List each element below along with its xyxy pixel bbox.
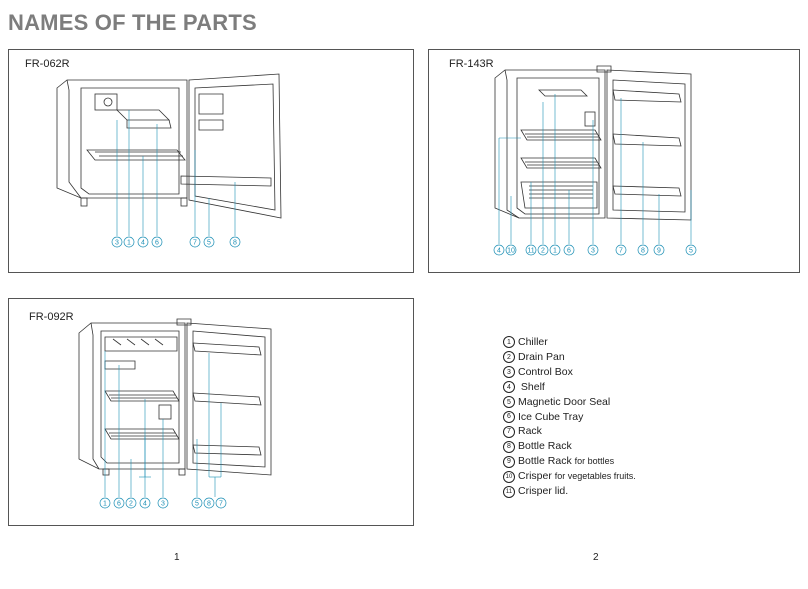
callout-label: 8 — [233, 240, 237, 247]
fridge-diagram-fr143r: 4 10 11 2 1 6 3 7 8 9 5 — [493, 65, 697, 256]
callout-label: 1 — [103, 501, 107, 508]
callout-label: 7 — [219, 501, 223, 508]
callout-label: 5 — [689, 248, 693, 255]
callout-label: 7 — [619, 248, 623, 255]
callouts-fr143r: 4 10 11 2 1 6 3 7 8 9 5 — [493, 244, 697, 256]
legend-text: Drain Pan — [518, 350, 565, 363]
callout-label: 10 — [507, 248, 515, 255]
legend-text: Ice Cube Tray — [518, 410, 584, 423]
fridge-diagram-fr092r: 1 6 2 4 3 5 8 7 — [78, 318, 272, 509]
callout-label: 2 — [541, 248, 545, 255]
page-title: NAMES OF THE PARTS — [8, 10, 257, 35]
page-number-left: 1 — [174, 552, 180, 563]
callouts-fr062r: 3 1 4 6 7 5 8 — [111, 236, 241, 248]
callout-label: 6 — [567, 248, 571, 255]
model-label: FR-092R — [29, 311, 74, 323]
callout-label: 8 — [641, 248, 645, 255]
legend-text-small: for vegetables fruits. — [554, 471, 636, 482]
legend-text: Bottle Rack — [518, 440, 572, 453]
diagram-box-fr062r: FR-062R — [8, 49, 414, 273]
callout-label: 5 — [207, 240, 211, 247]
callout-label: 7 — [193, 240, 197, 247]
legend-number: 1 — [503, 336, 515, 349]
legend-text: Rack — [518, 425, 542, 438]
legend-text-small: for bottles — [574, 456, 615, 467]
legend-text: Crisper — [518, 470, 555, 483]
legend-text: Shelf — [518, 380, 545, 393]
legend-number: 9 — [503, 455, 515, 468]
legend-text: Magnetic Door Seal — [518, 395, 611, 408]
callout-label: 11 — [527, 248, 534, 255]
callout-label: 8 — [207, 501, 211, 508]
callout-label: 4 — [141, 240, 145, 247]
callout-label: 9 — [657, 248, 661, 255]
legend-number: 2 — [503, 351, 515, 364]
page-number-right: 2 — [593, 552, 599, 563]
legend-item: 4 Shelf — [503, 380, 636, 395]
legend-text: Control Box — [518, 365, 573, 378]
legend-text: Bottle Rack — [518, 455, 575, 468]
legend-number: 5 — [503, 396, 515, 409]
legend-text: Chiller — [518, 336, 548, 348]
callout-label: 3 — [591, 248, 595, 255]
legend-number: 7 — [503, 425, 515, 438]
legend-number: 8 — [503, 440, 515, 453]
callouts-fr092r: 1 6 2 4 3 5 8 7 — [99, 497, 227, 509]
fridge-diagram-fr062r: 3 1 4 6 7 5 8 — [56, 73, 282, 248]
legend-number: 4 — [503, 381, 515, 394]
callout-label: 6 — [155, 240, 159, 247]
callout-label: 4 — [497, 248, 501, 255]
callout-label: 4 — [143, 501, 147, 508]
callout-label: 6 — [117, 501, 121, 508]
legend-number: 11 — [503, 485, 515, 498]
diagram-box-fr092r: FR-092R — [8, 298, 414, 526]
callout-label: 1 — [127, 240, 131, 247]
diagram-box-fr143r: FR-143R — [428, 49, 800, 273]
callout-label: 5 — [195, 501, 199, 508]
legend-text: Crisper lid. — [518, 485, 569, 498]
model-label: FR-062R — [25, 58, 70, 70]
callout-label: 1 — [553, 248, 557, 255]
legend-number: 6 — [503, 410, 515, 423]
callout-label: 3 — [115, 240, 119, 247]
callout-label: 3 — [161, 501, 165, 508]
legend-number: 10 — [503, 470, 515, 483]
model-label: FR-143R — [449, 58, 494, 70]
callout-label: 2 — [129, 501, 133, 508]
legend-number: 3 — [503, 366, 515, 379]
